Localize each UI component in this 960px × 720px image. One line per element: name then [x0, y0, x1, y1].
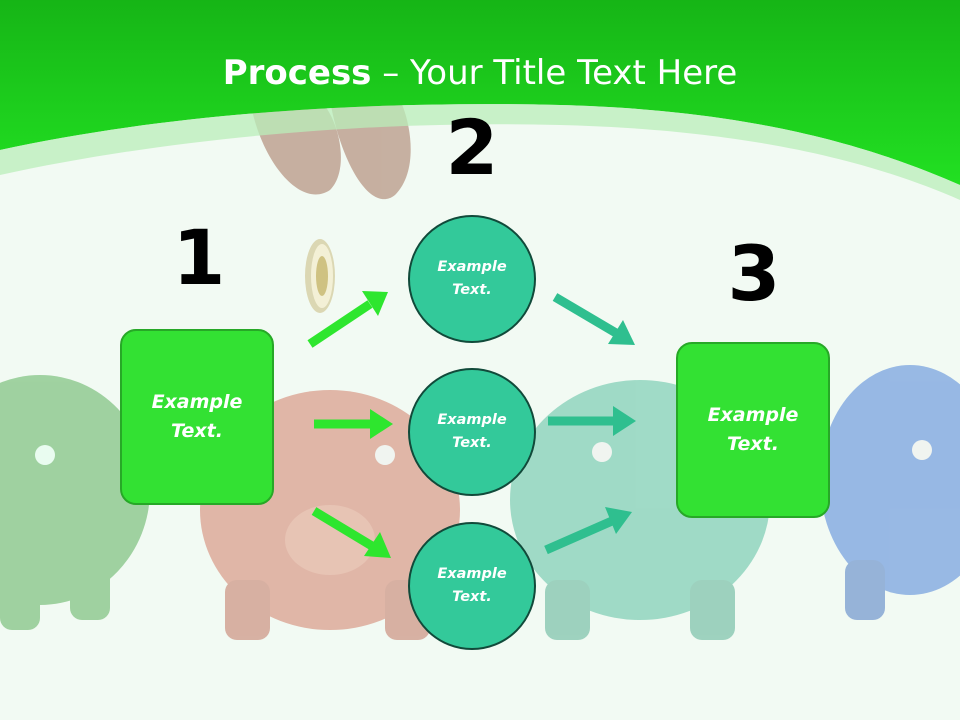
title-rest: – Your Title Text Here — [371, 53, 738, 93]
arrow-bottom-to-right — [544, 507, 632, 555]
arrow-middle-to-right — [548, 406, 636, 436]
circle-bottom-text: Example Text. — [437, 566, 507, 605]
box-step-3-text: Example Text. — [707, 404, 799, 455]
title-bold: Process — [222, 53, 372, 93]
arrow-left-to-middle — [314, 409, 393, 439]
arrow-top-to-right — [552, 293, 635, 345]
box-step-1: Example Text. — [120, 329, 274, 505]
coin — [305, 239, 335, 313]
circle-bottom: Example Text. — [408, 522, 536, 650]
green-piggy-bank — [0, 375, 150, 630]
slide-title: Process – Your Title Text Here — [0, 50, 960, 96]
box-step-1-text: Example Text. — [151, 391, 243, 442]
step-number-2: 2 — [445, 103, 499, 192]
circle-top: Example Text. — [408, 215, 536, 343]
box-step-3: Example Text. — [676, 342, 830, 518]
circle-top-text: Example Text. — [437, 259, 507, 298]
step-number-3: 3 — [727, 229, 781, 318]
step-number-1: 1 — [172, 213, 226, 302]
arrow-left-to-top — [307, 291, 388, 348]
circle-middle-text: Example Text. — [437, 412, 507, 451]
arrow-left-to-bottom — [311, 507, 391, 558]
circle-middle: Example Text. — [408, 368, 536, 496]
blue-piggy-bank — [820, 365, 960, 620]
